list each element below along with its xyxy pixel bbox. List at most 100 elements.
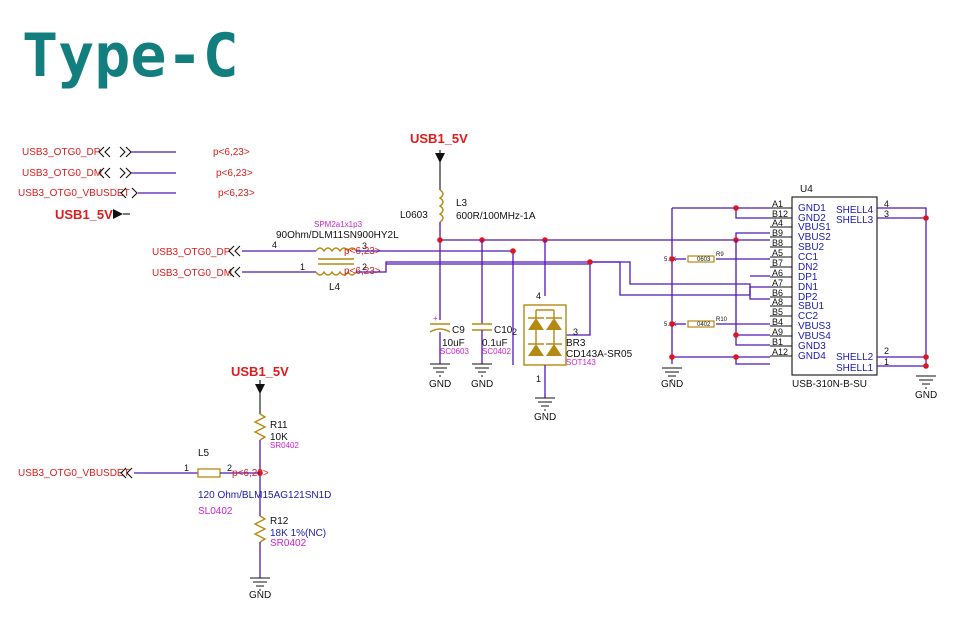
- svg-text:SC0402: SC0402: [482, 347, 511, 356]
- u4-pin-number: B6: [772, 288, 783, 298]
- svg-text:+: +: [433, 314, 438, 323]
- u4-pin-name: DN1: [798, 282, 818, 293]
- offpage-chevron-icon: [120, 187, 138, 199]
- u4-pin-name: CC1: [798, 252, 818, 263]
- svg-text:4: 4: [272, 240, 277, 250]
- svg-text:U4: U4: [800, 184, 813, 195]
- svg-text:2: 2: [227, 463, 232, 473]
- net-label-otg0-dp: USB3_OTG0_DP: [152, 247, 231, 258]
- svg-text:SPM2a1x1p3: SPM2a1x1p3: [314, 220, 363, 229]
- net-label-otg0-dm: USB3_OTG0_DM: [152, 268, 232, 279]
- offpage-chevron-icon: [98, 146, 132, 158]
- u4-pin-name: GND4: [798, 351, 826, 362]
- u4-pin-number: B5: [772, 307, 783, 317]
- u4-pin-number: 1: [884, 357, 889, 367]
- svg-text:L0603: L0603: [400, 210, 428, 221]
- svg-text:GND: GND: [471, 379, 493, 390]
- u4-pin-number: A1: [772, 199, 783, 209]
- u4-pin-name: SHELL1: [836, 363, 874, 374]
- svg-text:BR3: BR3: [566, 338, 586, 349]
- vbus-detect-divider: USB1_5V R11 10K SR0402 USB3_OTG0_VBUSDET…: [18, 364, 331, 601]
- svg-text:18K 1%(NC): 18K 1%(NC): [270, 528, 326, 539]
- u4-pin-number: A12: [772, 347, 788, 357]
- resistor-icon: [687, 320, 715, 328]
- svg-text:GND: GND: [661, 379, 683, 390]
- svg-text:C10: C10: [494, 325, 513, 336]
- tvs-br3: 4 2 3 BR3 CD143A-SR05 SOT143 1 GND: [512, 240, 633, 423]
- ground-icon: [535, 397, 555, 411]
- svg-text:SR0402: SR0402: [270, 441, 299, 450]
- svg-text:10K: 10K: [270, 432, 288, 443]
- ground-icon: [662, 367, 682, 381]
- l4-choke: USB3_OTG0_DP 4 USB3_OTG0_DM 1 SPM2a1x1p3…: [152, 220, 399, 293]
- svg-text:3: 3: [573, 327, 578, 337]
- resistor-icon: [253, 413, 267, 441]
- u4-pin-name: GND1: [798, 203, 826, 214]
- ground-icon: [250, 577, 270, 591]
- u4-pin-name: DP2: [798, 292, 818, 303]
- page-ref: p<6,23>: [218, 188, 255, 199]
- offpage-chevron-icon: [120, 467, 133, 479]
- offpage-chevron-icon: [98, 167, 132, 179]
- u4-pin-number: 4: [884, 199, 889, 209]
- net-label-usb1-5v: USB1_5V: [410, 131, 468, 146]
- net-label-otg0-vbusdet: USB3_OTG0_VBUSDET: [18, 188, 130, 199]
- u4-pin-number: A5: [772, 248, 783, 258]
- u4-pin-name: DN2: [798, 262, 818, 273]
- u4-pin-name: VBUS4: [798, 331, 831, 342]
- u4-pin-name: SHELL3: [836, 215, 874, 226]
- svg-text:CD143A-SR05: CD143A-SR05: [566, 349, 633, 360]
- u4-pin-number: B1: [772, 337, 783, 347]
- offpage-chevron-icon: [228, 245, 241, 257]
- svg-text:L3: L3: [456, 198, 468, 209]
- svg-text:C9: C9: [452, 325, 465, 336]
- net-label-usb1-5v: USB1_5V: [55, 207, 113, 222]
- ground-icon: [472, 363, 492, 377]
- svg-text:GND: GND: [249, 590, 271, 601]
- page-ref: p<6,23>: [213, 147, 250, 158]
- u4-pin-number: A4: [772, 218, 783, 228]
- offpage-connectors-top: USB3_OTG0_DP p<6,23> USB3_OTG0_DM p<6,23…: [18, 146, 255, 222]
- svg-text:2: 2: [362, 262, 367, 272]
- svg-text:GND: GND: [429, 379, 451, 390]
- net-label-otg0-dm: USB3_OTG0_DM: [22, 168, 102, 179]
- offpage-chevron-icon: [228, 266, 241, 278]
- svg-text:GND: GND: [534, 412, 556, 423]
- u4-pin-number: 2: [884, 346, 889, 356]
- svg-text:SL0402: SL0402: [198, 506, 233, 517]
- u4-pin-number: A6: [772, 268, 783, 278]
- resistor-icon: [687, 255, 715, 263]
- ground-icon: [916, 375, 936, 389]
- svg-text:SOT143: SOT143: [566, 358, 596, 367]
- resistor-icon: [253, 515, 267, 543]
- u4-pin-number: A9: [772, 327, 783, 337]
- u4-pin-name: VBUS2: [798, 232, 831, 243]
- svg-text:600R/100MHz-1A: 600R/100MHz-1A: [456, 211, 536, 222]
- u4-pin-number: A7: [772, 278, 783, 288]
- u4-pin-number: A8: [772, 297, 783, 307]
- svg-text:R10: R10: [716, 317, 728, 323]
- dp-dm-routing: [356, 248, 770, 365]
- svg-text:USB-310N-B-SU: USB-310N-B-SU: [792, 379, 867, 390]
- u4-pin-name: VBUS1: [798, 222, 831, 233]
- svg-text:GND: GND: [915, 390, 937, 401]
- svg-text:p<6,23>: p<6,23>: [232, 468, 269, 479]
- ground-icon: [430, 363, 450, 377]
- svg-text:120 Ohm/BLM15AG121SN1D: 120 Ohm/BLM15AG121SN1D: [198, 490, 331, 501]
- net-label-otg0-dp: USB3_OTG0_DP: [22, 147, 101, 158]
- svg-text:3: 3: [362, 241, 367, 251]
- usb1-5v-rail: USB1_5V L3 600R/100MHz-1A L0603: [400, 131, 736, 320]
- svg-text:0402: 0402: [697, 322, 711, 328]
- capacitor-icon: [429, 328, 451, 333]
- svg-text:1: 1: [184, 463, 189, 473]
- svg-text:SC0603: SC0603: [440, 347, 469, 356]
- capacitor-c10: C10 0.1uF SC0402 GND: [471, 240, 513, 390]
- svg-text:10uF: 10uF: [442, 338, 465, 349]
- svg-text:R9: R9: [716, 252, 724, 258]
- u4-pin-name: SBU1: [798, 301, 825, 312]
- inductor-icon: [315, 270, 357, 276]
- svg-text:L5: L5: [198, 448, 210, 459]
- u4-pin-number: B7: [772, 258, 783, 268]
- svg-text:90Ohm/DLM11SN900HY2L: 90Ohm/DLM11SN900HY2L: [276, 230, 399, 241]
